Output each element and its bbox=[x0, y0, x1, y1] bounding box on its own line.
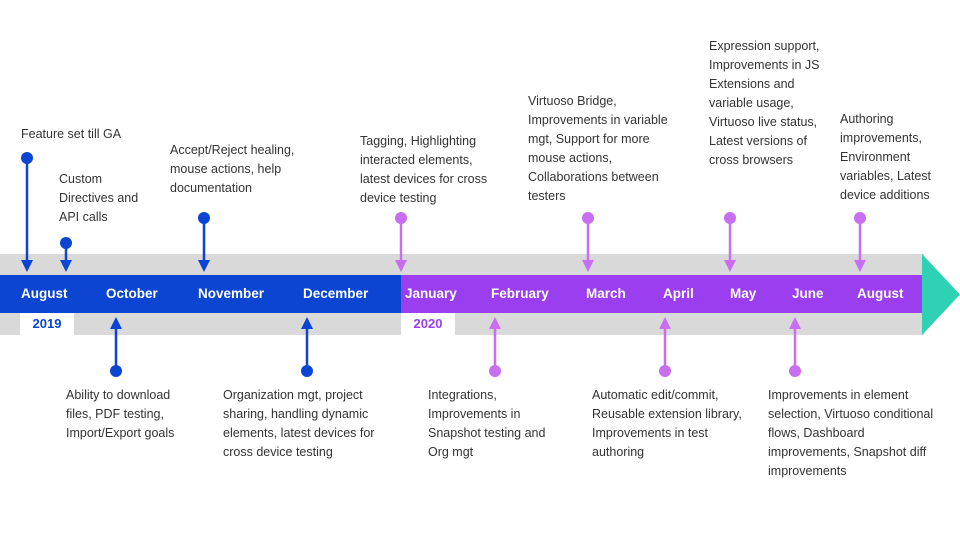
marker-virtuoso-bridge bbox=[582, 212, 594, 272]
timeline-bar-2019 bbox=[0, 275, 401, 313]
timeline-arrow-head-icon bbox=[922, 254, 960, 335]
note-custom-directives: Custom Directives and API calls bbox=[59, 172, 139, 224]
note-authoring: Authoring improvements, Environment vari… bbox=[840, 112, 932, 202]
month-january: January bbox=[405, 286, 457, 301]
marker-element-selection bbox=[789, 317, 801, 377]
note-integrations: Integrations, Improvements in Snapshot t… bbox=[428, 388, 546, 459]
marker-expression-support bbox=[724, 212, 736, 272]
marker-custom-directives bbox=[60, 237, 72, 272]
note-feature-set: Feature set till GA bbox=[21, 127, 122, 141]
year-2019-badge: 2019 bbox=[20, 313, 74, 335]
note-virtuoso-bridge: Virtuoso Bridge, Improvements in variabl… bbox=[528, 94, 668, 203]
month-may: May bbox=[730, 286, 757, 301]
month-august-2020: August bbox=[857, 286, 904, 301]
note-accept-reject: Accept/Reject healing, mouse actions, he… bbox=[170, 143, 295, 195]
month-october: October bbox=[106, 286, 158, 301]
month-february: February bbox=[491, 286, 549, 301]
month-april: April bbox=[663, 286, 694, 301]
month-august-2019: August bbox=[21, 286, 68, 301]
note-element-selection: Improvements in element selection, Virtu… bbox=[768, 388, 934, 478]
note-organization-mgt: Organization mgt, project sharing, handl… bbox=[223, 388, 375, 459]
month-december: December bbox=[303, 286, 369, 301]
note-expression-support: Expression support, Improvements in JS E… bbox=[709, 39, 820, 167]
month-november: November bbox=[198, 286, 265, 301]
month-june: June bbox=[792, 286, 824, 301]
marker-feature-set bbox=[21, 152, 33, 272]
note-download-files: Ability to download files, PDF testing, … bbox=[66, 388, 175, 440]
marker-authoring bbox=[854, 212, 866, 272]
note-tagging: Tagging, Highlighting interacted element… bbox=[360, 134, 488, 205]
marker-automatic-edit bbox=[659, 317, 671, 377]
year-2020-badge: 2020 bbox=[401, 313, 455, 335]
marker-download-files bbox=[110, 317, 122, 377]
marker-tagging bbox=[395, 212, 407, 272]
marker-accept-reject bbox=[198, 212, 210, 272]
note-automatic-edit: Automatic edit/commit, Reusable extensio… bbox=[592, 388, 742, 459]
marker-organization-mgt bbox=[301, 317, 313, 377]
timeline-bar-2020 bbox=[401, 275, 924, 313]
month-march: March bbox=[586, 286, 626, 301]
marker-integrations bbox=[489, 317, 501, 377]
